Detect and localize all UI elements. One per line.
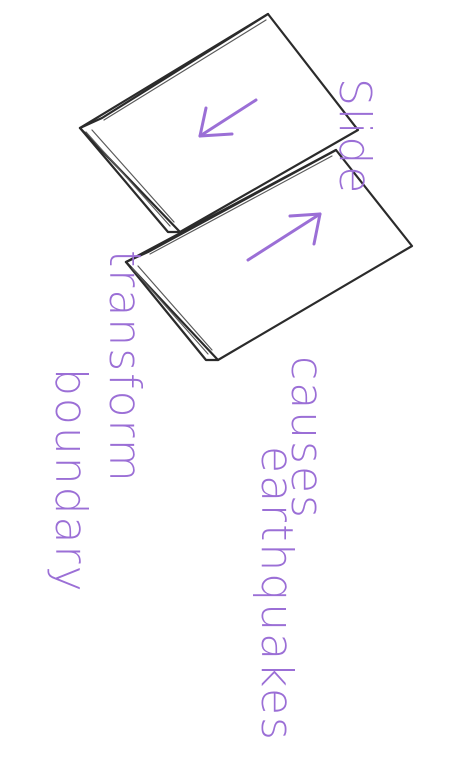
arrow-up-right xyxy=(248,214,320,260)
label-earthquakes: earthquakes xyxy=(251,446,302,742)
arrow-down-left xyxy=(200,100,256,136)
label-slide: Slide xyxy=(329,78,380,195)
label-transform: transform xyxy=(99,250,150,484)
label-boundary: boundary xyxy=(45,368,96,594)
